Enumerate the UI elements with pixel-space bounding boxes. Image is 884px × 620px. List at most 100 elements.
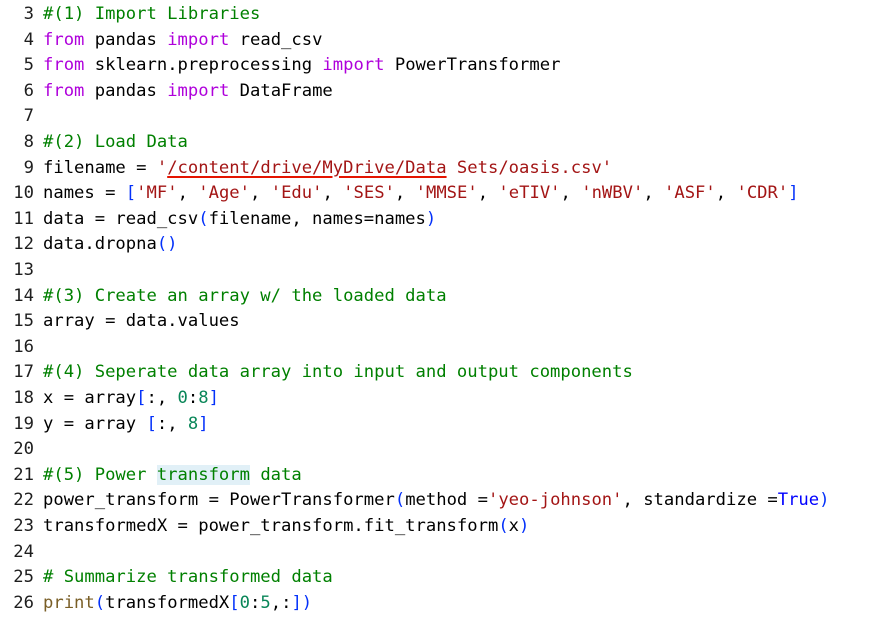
code-token: filename = — [43, 157, 157, 178]
code-token: PowerTransformer — [384, 55, 561, 76]
code-token: sklearn.preprocessing — [84, 55, 323, 76]
code-text[interactable]: from pandas import read_csv — [43, 28, 322, 54]
code-token: Sets/oasis.csv' — [446, 157, 613, 178]
code-text[interactable]: from pandas import DataFrame — [43, 79, 333, 105]
code-line[interactable]: 16 — [0, 335, 884, 361]
code-text[interactable]: filename = '/content/drive/MyDrive/Data … — [43, 156, 612, 182]
code-line[interactable]: 19 y = array [:, 8] — [0, 412, 884, 438]
code-token: 'nWBV' — [581, 183, 644, 204]
code-text[interactable]: #(1) Import Libraries — [43, 2, 260, 28]
code-token: import — [167, 80, 230, 101]
code-line[interactable]: 17 #(4) Seperate data array into input an… — [0, 360, 884, 386]
code-line[interactable]: 24 — [0, 540, 884, 566]
code-text[interactable]: from sklearn.preprocessing import PowerT… — [43, 53, 560, 79]
code-line[interactable]: 14#(3) Create an array w/ the loaded dat… — [0, 284, 884, 310]
line-number: 16 — [13, 336, 34, 357]
code-line[interactable]: 20 — [0, 437, 884, 463]
code-token: [ — [146, 413, 157, 434]
code-line[interactable]: 12 data.dropna() — [0, 232, 884, 258]
code-token: True — [777, 490, 820, 511]
line-number: 22 — [13, 490, 34, 511]
line-number: 24 — [13, 541, 34, 562]
code-text[interactable]: print(transformedX[0:5,:]) — [43, 591, 312, 617]
code-token: import — [167, 29, 230, 50]
code-token: /content/drive/MyDrive/Data — [167, 157, 447, 178]
code-token: 'ASF' — [664, 183, 716, 204]
code-token: , standardize = — [622, 490, 778, 511]
code-token: , — [477, 183, 499, 204]
code-text[interactable]: data.dropna() — [43, 232, 178, 258]
code-text[interactable]: array = data.values — [43, 309, 240, 335]
code-line[interactable]: 3 #(1) Import Libraries — [0, 2, 884, 28]
code-text[interactable]: names = ['MF', 'Age', 'Edu', 'SES', 'MMS… — [43, 181, 799, 207]
line-number: 3 — [23, 4, 34, 24]
code-token: ,: — [270, 592, 292, 613]
code-token: 8 — [198, 388, 209, 408]
line-number: 9 — [23, 157, 34, 178]
code-token: ( — [94, 592, 106, 613]
code-token: 5 — [260, 592, 271, 613]
code-token: , — [250, 183, 271, 204]
code-text[interactable]: #(2) Load Data — [43, 130, 188, 156]
code-line[interactable]: 9 filename = '/content/drive/MyDrive/Data… — [0, 156, 884, 182]
code-token: , — [394, 183, 416, 204]
line-number: 11 — [13, 208, 34, 229]
code-text[interactable]: x = array[:, 0:8] — [43, 386, 219, 412]
code-text[interactable]: power_transform = PowerTransformer(metho… — [43, 488, 830, 514]
code-text[interactable]: #(5) Power transform data — [43, 463, 302, 489]
code-token: :, — [156, 413, 188, 434]
line-number: 19 — [13, 413, 34, 434]
code-text[interactable]: y = array [:, 8] — [43, 412, 209, 438]
code-token: from — [43, 29, 85, 50]
code-text[interactable]: data = read_csv(filename, names=names) — [43, 207, 436, 233]
code-token: #(1) Import Libraries — [43, 4, 261, 24]
code-token: # Summarize transformed data — [43, 567, 333, 588]
line-number: 6 — [23, 80, 34, 101]
code-token: from — [43, 80, 85, 101]
code-token: : — [250, 592, 261, 613]
code-line[interactable]: 11 data = read_csv(filename, names=names) — [0, 207, 884, 233]
code-token: , — [560, 183, 582, 204]
code-token: x = array — [43, 388, 137, 408]
line-number: 10 — [13, 183, 34, 204]
code-text[interactable]: #(4) Seperate data array into input and … — [43, 360, 633, 386]
code-token: method = — [405, 490, 488, 511]
code-token: names = — [43, 183, 126, 204]
code-token: () — [156, 234, 178, 255]
code-text[interactable]: # Summarize transformed data — [43, 565, 333, 591]
code-token: #(4) Seperate data array into input and … — [43, 362, 633, 383]
code-token: #(3) Create an array w/ the loaded data — [43, 285, 447, 306]
line-number: 17 — [13, 362, 34, 383]
code-token: [ — [125, 183, 137, 204]
code-token: read_csv — [229, 29, 323, 50]
code-line[interactable]: 13 — [0, 258, 884, 284]
code-line[interactable]: 8#(2) Load Data — [0, 130, 884, 156]
line-number: 26 — [13, 592, 34, 613]
code-token: pandas — [84, 29, 168, 50]
code-line[interactable]: 6 from pandas import DataFrame — [0, 79, 884, 105]
code-token: 'CDR' — [736, 183, 789, 204]
code-token: 'Age' — [198, 183, 251, 204]
code-token: data — [249, 464, 302, 485]
code-token: , — [715, 183, 737, 204]
code-token: ( — [394, 490, 406, 511]
code-token: [ — [136, 388, 147, 408]
code-text[interactable]: transformedX = power_transform.fit_trans… — [43, 514, 529, 540]
code-line[interactable]: 25# Summarize transformed data — [0, 565, 884, 591]
code-line[interactable]: 21 #(5) Power transform data — [0, 463, 884, 489]
code-line[interactable]: 22 power_transform = PowerTransformer(met… — [0, 488, 884, 514]
line-number: 12 — [13, 234, 34, 255]
code-token: ] — [788, 183, 799, 204]
code-token: 'MF' — [136, 183, 178, 204]
code-line[interactable]: 26 print(transformedX[0:5,:]) — [0, 591, 884, 617]
code-text[interactable]: #(3) Create an array w/ the loaded data — [43, 284, 447, 310]
code-line[interactable]: 10 names = ['MF', 'Age', 'Edu', 'SES', 'M… — [0, 181, 884, 207]
code-line[interactable]: 7 — [0, 104, 884, 130]
line-number: 21 — [13, 464, 34, 485]
